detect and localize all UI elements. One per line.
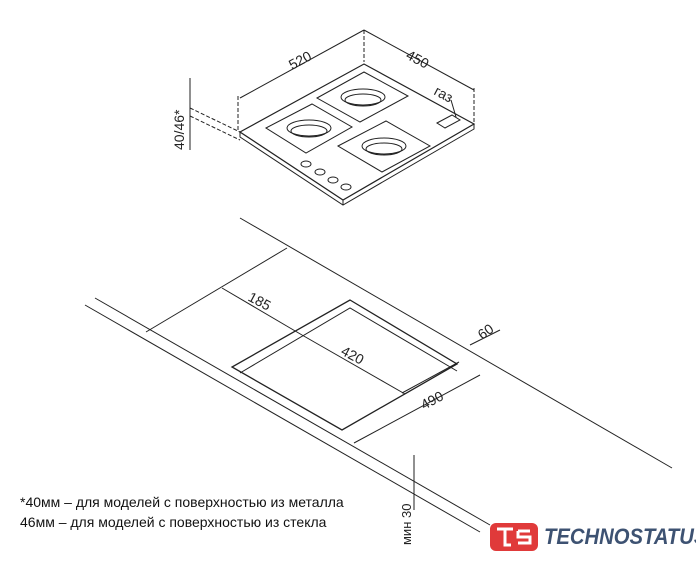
dim-40-46: 40/46* xyxy=(171,109,187,150)
footnote-glass: 46мм – для моделей с поверхностью из сте… xyxy=(20,514,327,530)
technostatus-logo-icon xyxy=(490,523,538,551)
dim-420: 420 xyxy=(339,343,367,368)
hob-drawing xyxy=(189,29,476,206)
dim-490: 490 xyxy=(418,387,446,412)
brand-name: TECHNOSTATUS xyxy=(544,524,696,549)
dim-450: 450 xyxy=(404,47,432,72)
dim-min-30: мин 30 xyxy=(399,504,414,545)
dim-185: 185 xyxy=(246,289,274,314)
dim-520: 520 xyxy=(286,47,314,72)
gas-label: газ xyxy=(432,83,456,106)
footnote-metal: *40мм – для моделей с поверхностью из ме… xyxy=(20,494,344,510)
countertop-drawing xyxy=(84,217,673,533)
control-knobs xyxy=(300,160,352,191)
dim-60: 60 xyxy=(475,320,497,342)
gas-inlet xyxy=(436,114,461,129)
